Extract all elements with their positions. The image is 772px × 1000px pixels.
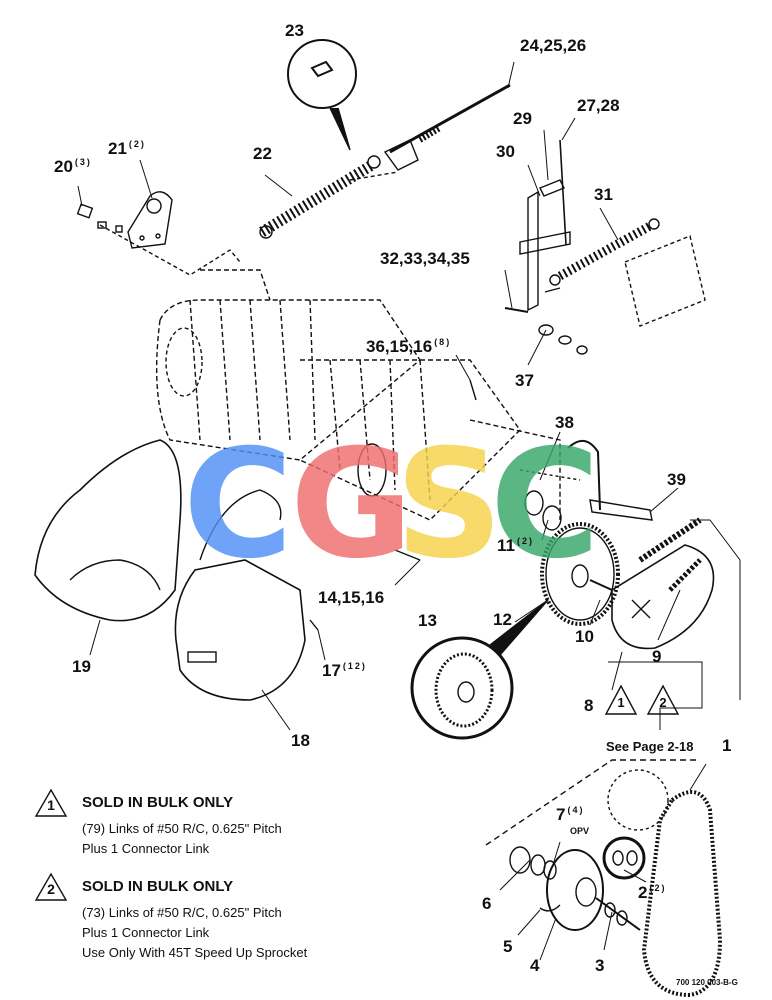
callout-17: 17(12) [322, 661, 367, 680]
note-1: 1 SOLD IN BULK ONLY (79) Links of #50 R/… [34, 788, 434, 858]
callout-8: 8 [584, 696, 594, 715]
callout-1: 1 [722, 736, 732, 755]
callout-10: 10 [575, 627, 594, 646]
note-1-heading: SOLD IN BULK ONLY [82, 794, 234, 811]
callout-29: 29 [513, 109, 532, 128]
callout-2: 2(2) [638, 883, 667, 902]
callout-17-qty: (12) [342, 661, 367, 672]
note-2-line-2: Plus 1 Connector Link [82, 925, 210, 940]
watermark-letter-2: G [290, 418, 414, 592]
callout-39: 39 [667, 470, 686, 489]
note-2-number: 2 [47, 881, 55, 897]
callout-3: 3 [595, 956, 605, 975]
callout-24-25-26: 24,25,26 [520, 36, 587, 55]
note-2-line-1: (73) Links of #50 R/C, 0.625" Pitch [82, 905, 282, 920]
belt-1 [641, 790, 723, 998]
callout-7-note: OPV [570, 826, 590, 836]
drawing-number: 700 120 003-B-G [676, 978, 738, 987]
note-1-number: 1 [47, 797, 55, 813]
callout-11-qty: (2) [516, 536, 534, 547]
callout-22: 22 [253, 144, 272, 163]
bracket-30 [519, 190, 571, 312]
note-2-triangle [34, 872, 68, 901]
callout-14-15-16: 14,15,16 [318, 588, 385, 607]
callout-32-33-34-35: 32,33,34,35 [380, 249, 470, 268]
note-2-heading: SOLD IN BULK ONLY [82, 878, 234, 895]
callout-38: 38 [555, 413, 574, 432]
callout-5: 5 [503, 937, 513, 956]
note-2: 2 SOLD IN BULK ONLY (73) Links of #50 R/… [34, 872, 434, 964]
callout-6: 6 [482, 894, 492, 913]
callout-4: 4 [530, 956, 540, 975]
spring-22 [259, 155, 381, 239]
callout-20: 20(3) [54, 157, 92, 176]
rod-24 [389, 83, 511, 154]
detail-circle-13 [410, 599, 549, 740]
callout-36-qty: (8) [434, 337, 452, 348]
sprocket-12 [540, 522, 620, 626]
callout-7: 7(4) [556, 805, 585, 824]
note-2-line-3: Use Only With 45T Speed Up Sprocket [82, 945, 308, 960]
callout-21-qty: (2) [128, 139, 146, 150]
chain-ref-triangle-2: 2 [646, 684, 680, 716]
chain-ref-triangle-1: 1 [604, 684, 638, 716]
callout-23: 23 [285, 21, 304, 40]
callout-12: 12 [493, 610, 512, 629]
watermark-letter-1: C [183, 418, 294, 592]
callout-30: 30 [496, 142, 515, 161]
callout-9: 9 [652, 647, 662, 666]
callout-27-28: 27,28 [577, 96, 620, 115]
cover-8 [611, 544, 715, 650]
callout-7-qty: (4) [567, 805, 585, 816]
watermark-letter-3: S [395, 418, 504, 592]
callout-20-qty: (3) [74, 157, 92, 168]
note-1-triangle [34, 788, 68, 817]
callout-37: 37 [515, 371, 534, 390]
callout-11: 11(2) [497, 536, 534, 555]
callout-36-15-16: 36,15,16(8) [366, 337, 452, 356]
shield-18 [174, 559, 306, 701]
watermark-letter-4: C [490, 418, 601, 592]
callout-18: 18 [291, 731, 310, 750]
detail-circle-23 [287, 39, 357, 109]
note-1-line-1: (79) Links of #50 R/C, 0.625" Pitch [82, 821, 282, 836]
note-1-line-2: Plus 1 Connector Link [82, 841, 210, 856]
pickup-housing [155, 269, 561, 521]
callout-31: 31 [594, 185, 613, 204]
callout-21: 21(2) [108, 139, 146, 158]
shield-19 [34, 439, 182, 622]
callout-13: 13 [418, 611, 437, 630]
chain-39 [638, 517, 702, 563]
callout-2-qty: (2) [649, 883, 667, 894]
see-page-reference: See Page 2-18 [606, 739, 694, 754]
callout-19: 19 [72, 657, 91, 676]
